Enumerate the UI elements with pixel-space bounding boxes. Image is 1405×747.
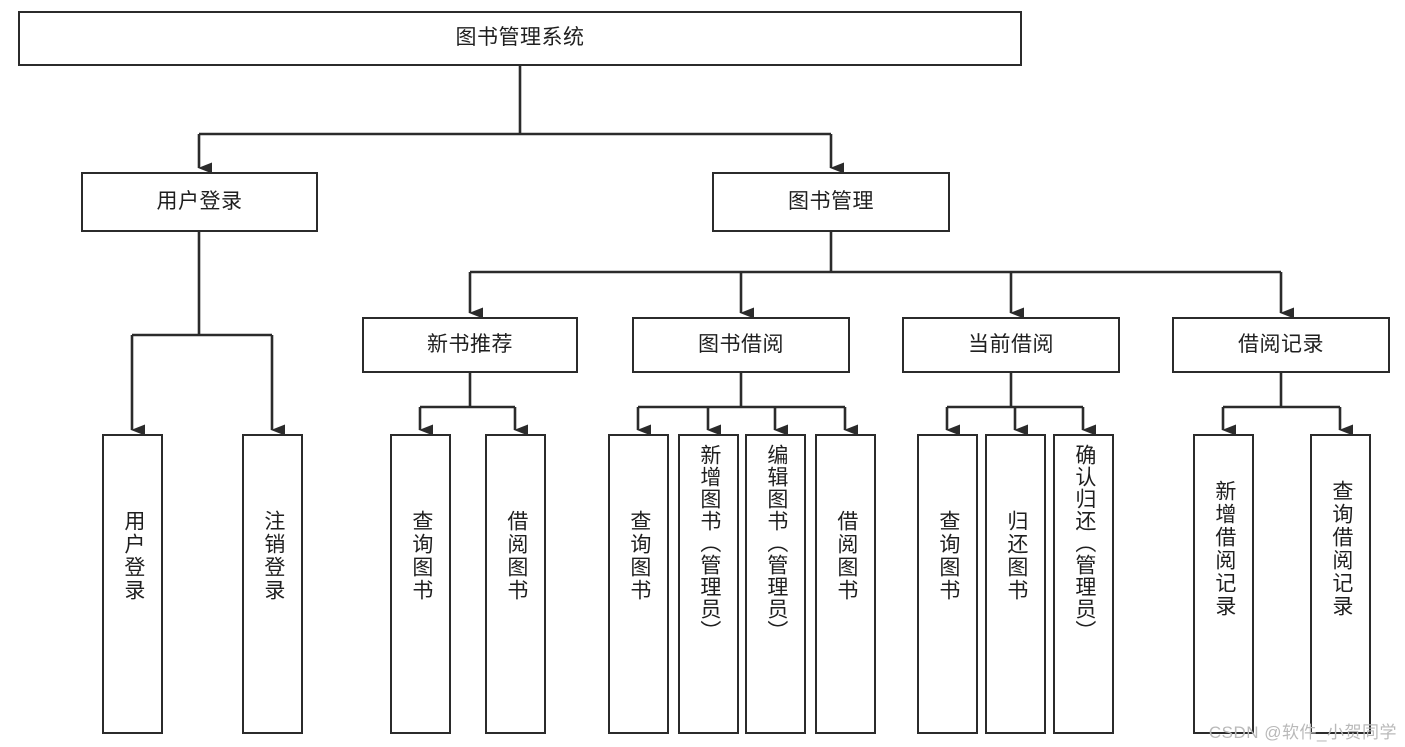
node-borrow-records[interactable]: 借阅记录	[1172, 317, 1390, 373]
leaf-query-book-recommend-label: 查询图书	[409, 510, 433, 602]
leaf-return-book[interactable]: 归还图书	[985, 434, 1046, 734]
leaf-user-login-label: 用户登录	[121, 510, 145, 602]
node-user-login[interactable]: 用户登录	[81, 172, 318, 232]
leaf-edit-book-admin-label: 编辑图书（管理员）	[764, 444, 788, 642]
leaf-confirm-return-admin[interactable]: 确认归还（管理员）	[1053, 434, 1114, 734]
leaf-borrow-book-recommend-label: 借阅图书	[504, 510, 528, 602]
leaf-borrow-book[interactable]: 借阅图书	[815, 434, 876, 734]
leaf-query-book-current[interactable]: 查询图书	[917, 434, 978, 734]
leaf-user-login[interactable]: 用户登录	[102, 434, 163, 734]
leaf-logout-label: 注销登录	[261, 510, 285, 602]
leaf-confirm-return-admin-label: 确认归还（管理员）	[1072, 444, 1096, 642]
node-user-login-label: 用户登录	[156, 189, 243, 213]
leaf-add-borrow-record[interactable]: 新增借阅记录	[1193, 434, 1254, 734]
node-borrow-records-label: 借阅记录	[1238, 332, 1324, 356]
node-book-management[interactable]: 图书管理	[712, 172, 950, 232]
leaf-add-book-admin[interactable]: 新增图书（管理员）	[678, 434, 739, 734]
leaf-add-borrow-record-label: 新增借阅记录	[1212, 480, 1236, 618]
node-current-borrow-label: 当前借阅	[968, 332, 1054, 356]
leaf-query-borrow-record-label: 查询借阅记录	[1329, 480, 1353, 618]
node-root-label: 图书管理系统	[455, 26, 585, 50]
node-new-book-recommend[interactable]: 新书推荐	[362, 317, 578, 373]
leaf-borrow-book-label: 借阅图书	[834, 510, 858, 602]
node-current-borrow[interactable]: 当前借阅	[902, 317, 1120, 373]
node-book-borrow-label: 图书借阅	[698, 332, 784, 356]
csdn-watermark: CSDN @软件_小贺同学	[1208, 723, 1397, 742]
leaf-query-book-current-label: 查询图书	[936, 510, 960, 602]
node-new-book-recommend-label: 新书推荐	[427, 332, 513, 356]
node-root[interactable]: 图书管理系统	[18, 11, 1022, 66]
leaf-query-book-recommend[interactable]: 查询图书	[390, 434, 451, 734]
node-book-borrow[interactable]: 图书借阅	[632, 317, 850, 373]
leaf-return-book-label: 归还图书	[1004, 510, 1028, 602]
leaf-query-book-borrow[interactable]: 查询图书	[608, 434, 669, 734]
leaf-borrow-book-recommend[interactable]: 借阅图书	[485, 434, 546, 734]
leaf-add-book-admin-label: 新增图书（管理员）	[697, 444, 721, 642]
leaf-query-book-borrow-label: 查询图书	[627, 510, 651, 602]
leaf-query-borrow-record[interactable]: 查询借阅记录	[1310, 434, 1371, 734]
node-book-management-label: 图书管理	[788, 189, 874, 213]
leaf-edit-book-admin[interactable]: 编辑图书（管理员）	[745, 434, 806, 734]
leaf-logout[interactable]: 注销登录	[242, 434, 303, 734]
